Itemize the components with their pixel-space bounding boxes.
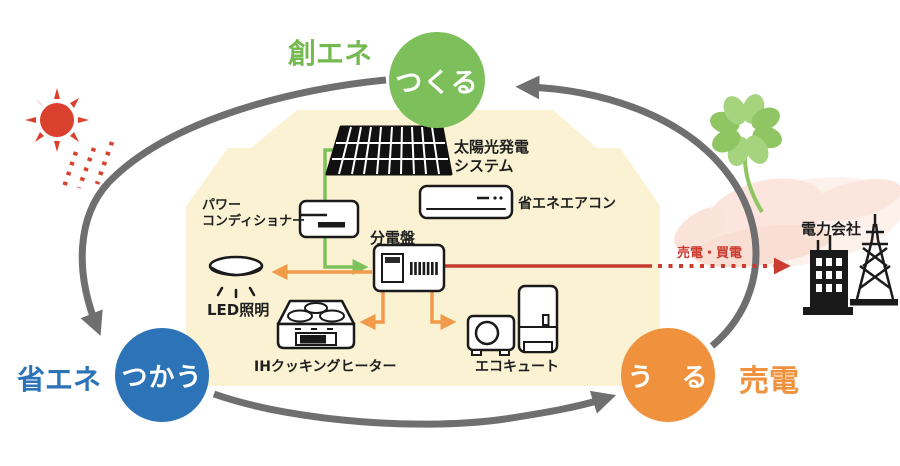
power-company-label: 電力会社 <box>801 220 862 238</box>
transmission-tower-icon <box>850 214 898 306</box>
led-light-label: LED照明 <box>207 301 270 319</box>
power-conditioner-label: パワーコンディショナー <box>202 198 306 230</box>
solar-panel-label: 太陽光発電システム <box>454 138 530 175</box>
use-circle-label: つかう <box>121 362 203 393</box>
ecocute-icon <box>466 284 559 356</box>
save-energy-label: 省エネ <box>17 363 102 396</box>
aircon-label: 省エネエアコン <box>518 196 616 212</box>
ecocute-label: エコキュート <box>475 359 559 375</box>
trade-flow-label: 売電・買電 <box>677 246 743 261</box>
cycle-arc-create-to-use <box>78 76 387 336</box>
distribution-board-icon <box>372 243 446 293</box>
clover-icon <box>710 94 782 214</box>
sell-circle: う る <box>621 328 715 422</box>
sun-icon <box>25 88 89 152</box>
distribution-board-label: 分電盤 <box>370 229 416 247</box>
ih-cooker-icon <box>276 299 356 350</box>
led-light-icon <box>208 255 264 299</box>
sell-circle-label: う る <box>627 362 709 393</box>
cycle-arc-use-to-sell <box>212 390 617 428</box>
power-conditioner-icon <box>298 199 360 239</box>
sunlight-rays-icon <box>60 141 115 191</box>
aircon-icon <box>418 184 514 220</box>
solar-panel-icon <box>325 125 453 176</box>
create-circle-label: つくる <box>395 67 479 99</box>
power-company-building-icon <box>803 235 853 315</box>
create-energy-label: 創エネ <box>288 37 373 70</box>
flow-orange-board-to-ih <box>359 289 385 331</box>
flow-orange-board-to-ecocute <box>430 289 457 331</box>
sell-electricity-label: 売電 <box>739 364 799 399</box>
cycle-arrows <box>78 75 760 428</box>
create-circle: つくる <box>389 32 485 128</box>
use-circle: つかう <box>115 328 209 422</box>
cycle-arc-sell-to-create <box>515 75 760 349</box>
ih-cooker-label: IHクッキングヒーター <box>254 359 397 375</box>
